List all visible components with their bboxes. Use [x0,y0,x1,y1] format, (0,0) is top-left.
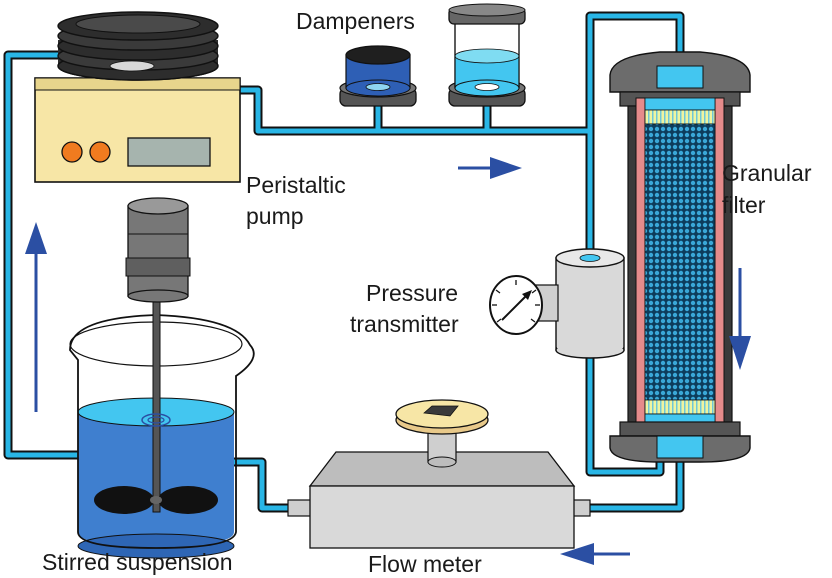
stirred-suspension-label: Stirred suspension [42,549,233,575]
pump-display [127,137,211,167]
pump-knob-1 [61,141,83,163]
pump-knob-2 [89,141,111,163]
dampeners-label: Dampeners [296,8,415,34]
tubing [3,11,685,513]
dampener-2 [448,3,526,107]
pressure-transmitter-label-line2: transmitter [350,311,459,337]
stirred-beaker [69,197,255,559]
granular-filter-label-line1: Granular [722,160,812,186]
peristaltic-pump-label-line2: pump [246,203,304,229]
granular-filter [609,51,751,463]
peristaltic-pump [34,11,241,183]
flow-meter-label: Flow meter [368,551,482,577]
pressure-gauge-icon [489,275,543,335]
pressure-transmitter [489,248,625,359]
dampener-1 [339,45,417,107]
pressure-transmitter-label-line1: Pressure [366,280,459,306]
flow-arrow-icon [25,157,751,565]
flow-meter [287,399,591,549]
peristaltic-pump-label-line1: Peristaltic [246,172,346,198]
granular-filter-label-line2: filter [722,192,766,218]
